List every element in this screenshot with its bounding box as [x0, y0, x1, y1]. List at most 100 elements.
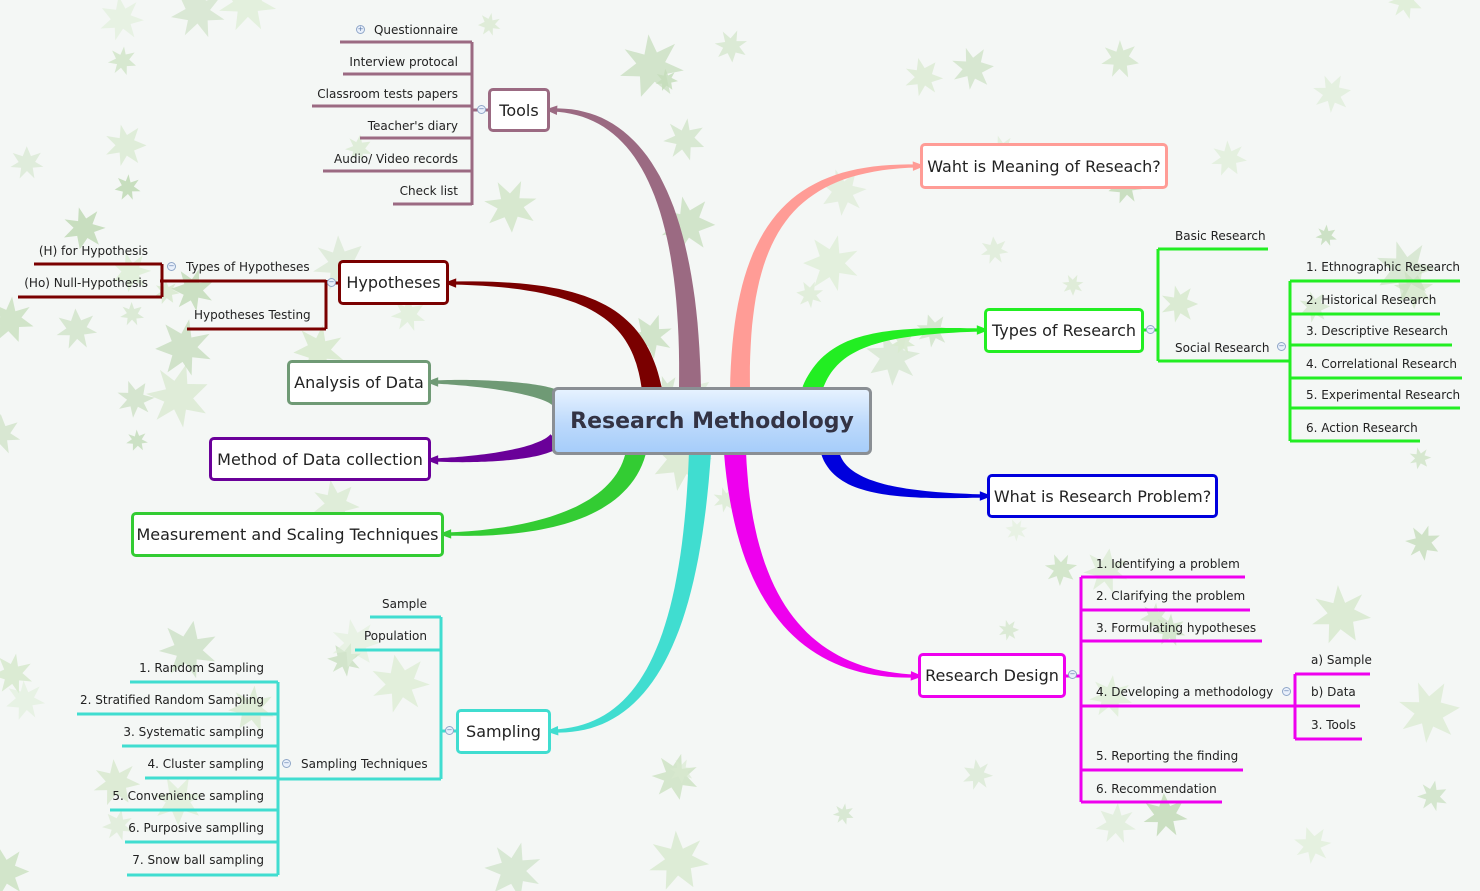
topic-measurement-scaling[interactable]: Measurement and Scaling Techniques	[131, 512, 444, 557]
social-research-item[interactable]: 6. Action Research	[1306, 421, 1418, 435]
sampling-population[interactable]: Population	[363, 629, 427, 643]
leaf-decoration	[1405, 525, 1440, 561]
leaf-decoration	[0, 653, 33, 694]
leaf-decoration	[10, 146, 44, 179]
tools-item[interactable]: Teacher's diary	[367, 119, 458, 133]
leaf-decoration	[154, 279, 180, 305]
tools-item[interactable]: Audio/ Video records	[334, 152, 458, 166]
leaf-decoration	[649, 830, 710, 890]
leaf-decoration	[120, 301, 145, 326]
collapse-toggle-icon[interactable]: −	[1146, 325, 1155, 334]
hypotheses-type-item[interactable]: (H) for Hypothesis	[38, 244, 148, 258]
sampling-techniques-label[interactable]: Sampling Techniques	[301, 757, 428, 771]
leaf-decoration	[390, 296, 426, 331]
leaf-decoration	[820, 169, 867, 216]
social-research-item[interactable]: 2. Historical Research	[1306, 293, 1437, 307]
design-step[interactable]: 3. Formulating hypotheses	[1096, 621, 1257, 635]
collapse-toggle-icon[interactable]: −	[1068, 670, 1077, 679]
collapse-toggle-icon[interactable]: −	[327, 278, 336, 287]
leaf-decoration	[0, 296, 34, 342]
branch-problem	[821, 449, 985, 499]
tools-item[interactable]: Check list	[399, 184, 458, 198]
collapse-toggle-icon[interactable]: −	[167, 262, 176, 271]
hypotheses-type-item[interactable]: (Ho) Null-Hypothesis	[24, 276, 148, 290]
leaf-decoration	[1388, 0, 1422, 19]
leaf-decoration	[1101, 40, 1139, 78]
topic-research-problem[interactable]: What is Research Problem?	[987, 474, 1218, 518]
central-topic[interactable]: Research Methodology	[552, 387, 872, 455]
leaf-decoration	[1083, 548, 1128, 593]
methodology-item[interactable]: a) Sample	[1311, 653, 1372, 667]
hypotheses-testing[interactable]: Hypotheses Testing	[194, 308, 311, 322]
leaf-decoration	[905, 58, 944, 97]
sampling-technique[interactable]: 1. Random Sampling	[139, 661, 264, 675]
branch-design-arrow	[910, 671, 923, 681]
methodology-item[interactable]: b) Data	[1311, 685, 1356, 699]
collapse-toggle-icon[interactable]: −	[1282, 687, 1291, 696]
leaf-decoration	[1294, 827, 1332, 864]
leaf-decoration	[1313, 75, 1351, 113]
design-step[interactable]: 4. Developing a methodology	[1096, 685, 1274, 699]
branch-tools	[552, 108, 701, 391]
social-research-item[interactable]: 4. Correlational Research	[1306, 357, 1457, 371]
basic-research[interactable]: Basic Research	[1175, 229, 1266, 243]
leaf-decoration	[796, 281, 824, 309]
collapse-toggle-icon[interactable]: −	[282, 759, 291, 768]
topic-method-of-data-collection[interactable]: Method of Data collection	[209, 437, 431, 481]
social-research-item[interactable]: 1. Ethnographic Research	[1306, 260, 1461, 274]
topic-sampling[interactable]: Sampling	[456, 709, 551, 754]
leaf-decoration	[1143, 793, 1188, 837]
tools-item[interactable]: Interview protocal	[349, 55, 458, 69]
leaf-decoration	[126, 429, 148, 451]
topic-tools[interactable]: Tools	[488, 88, 550, 132]
sampling-technique[interactable]: 7. Snow ball sampling	[132, 853, 264, 867]
branch-types-arrow	[976, 325, 989, 335]
leaf-decoration	[293, 325, 344, 376]
social-research-item[interactable]: 3. Descriptive Research	[1306, 324, 1449, 338]
leaf-decoration	[952, 47, 994, 90]
leaf-decoration	[117, 380, 155, 418]
leaf-decoration	[1044, 554, 1078, 587]
hypotheses-types-label[interactable]: Types of Hypotheses	[186, 260, 310, 274]
sampling-technique[interactable]: 2. Stratified Random Sampling	[80, 693, 264, 707]
methodology-item[interactable]: 3. Tools	[1311, 718, 1356, 732]
sampling-technique[interactable]: 6. Purposive samplling	[128, 821, 264, 835]
tools-item[interactable]: Classroom tests papers	[317, 87, 458, 101]
leaf-decoration	[1399, 682, 1460, 743]
topic-research-design[interactable]: Research Design	[918, 653, 1066, 698]
collapse-toggle-icon[interactable]: −	[445, 726, 454, 735]
collapse-toggle-icon[interactable]: −	[477, 105, 486, 114]
tools-item[interactable]: Questionnaire	[373, 23, 458, 37]
branch-meaning	[730, 164, 918, 390]
topic-meaning-of-research[interactable]: Waht is Meaning of Reseach?	[920, 143, 1168, 189]
leaf-decoration	[372, 654, 430, 713]
leaf-decoration	[0, 848, 30, 891]
branch-analysis-arrow	[426, 377, 439, 387]
sampling-technique[interactable]: 4. Cluster sampling	[147, 757, 264, 771]
sampling-sample[interactable]: Sample	[382, 597, 427, 611]
sampling-technique[interactable]: 3. Systematic sampling	[123, 725, 264, 739]
social-research[interactable]: Social Research	[1175, 341, 1270, 355]
leaf-decoration	[1161, 285, 1199, 323]
sampling-technique[interactable]: 5. Convenience sampling	[112, 789, 264, 803]
leaf-decoration	[1095, 803, 1136, 843]
design-step[interactable]: 2. Clarifying the problem	[1096, 589, 1246, 603]
social-research-item[interactable]: 5. Experimental Research	[1306, 388, 1461, 402]
branch-measurement-arrow	[439, 529, 452, 539]
design-step[interactable]: 6. Recommendation	[1096, 782, 1217, 796]
leaf-decoration	[327, 643, 361, 677]
topic-hypotheses[interactable]: Hypotheses	[338, 260, 449, 305]
design-step[interactable]: 5. Reporting the finding	[1096, 749, 1239, 763]
collapse-toggle-icon[interactable]: −	[1277, 342, 1286, 351]
leaf-decoration	[106, 124, 147, 166]
leaf-decoration	[6, 680, 46, 720]
leaf-decoration	[1315, 224, 1337, 246]
topic-analysis-of-data[interactable]: Analysis of Data	[287, 360, 431, 405]
design-step[interactable]: 1. Identifying a problem	[1096, 557, 1240, 571]
collapse-toggle-icon[interactable]: +	[356, 25, 365, 34]
leaf-decoration	[146, 364, 208, 428]
leaf-decoration	[1089, 675, 1133, 717]
topic-types-of-research[interactable]: Types of Research	[984, 308, 1144, 353]
branch-meaning-arrow	[912, 161, 925, 171]
